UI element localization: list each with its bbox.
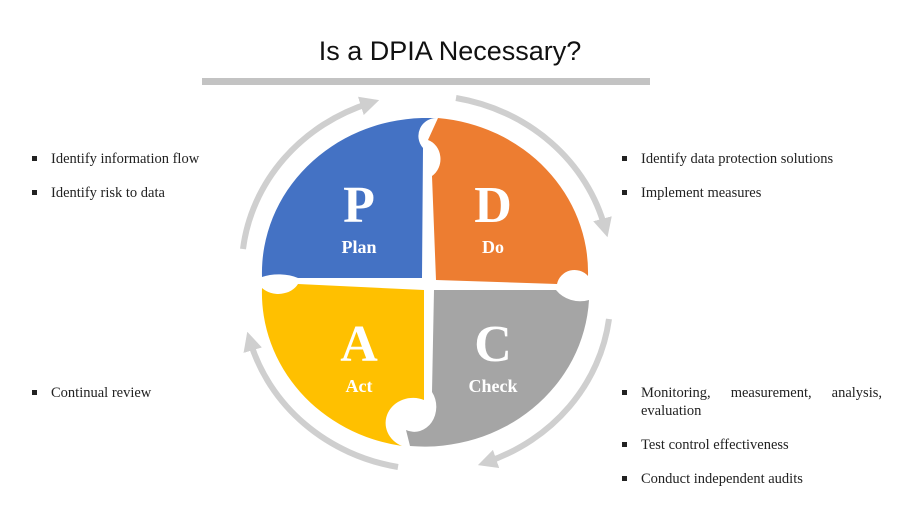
quadrant-plan <box>261 117 437 278</box>
letter-do: D <box>474 177 512 234</box>
letter-check: C <box>474 316 512 373</box>
list-item: Continual review <box>30 384 260 402</box>
check-bullet-list: Monitoring, measurement, analysis, evalu… <box>620 384 882 504</box>
list-item: Implement measures <box>620 184 882 202</box>
arrow-bottom-right <box>477 318 612 468</box>
letter-act: A <box>340 316 378 373</box>
quadrant-check <box>406 290 589 447</box>
list-item: Identify information flow <box>30 150 260 168</box>
list-item: Conduct independent audits <box>620 470 882 488</box>
arrow-top-right <box>455 95 612 238</box>
page-title: Is a DPIA Necessary? <box>318 36 582 66</box>
list-item: Monitoring, measurement, analysis, evalu… <box>620 384 882 420</box>
label-plan: Plan <box>341 237 376 257</box>
label-check: Check <box>469 376 518 396</box>
arrow-bottom-left <box>243 331 399 470</box>
act-bullet-list: Continual review <box>30 384 260 418</box>
quadrant-do <box>428 118 589 284</box>
do-bullet-list: Identify data protection solutions Imple… <box>620 150 882 218</box>
letter-plan: P <box>343 177 375 234</box>
label-act: Act <box>346 376 373 396</box>
list-item: Identify risk to data <box>30 184 260 202</box>
label-do: Do <box>482 237 504 257</box>
arrow-top-left <box>240 96 380 250</box>
list-item: Identify data protection solutions <box>620 150 882 168</box>
title-underline <box>202 78 650 85</box>
plan-bullet-list: Identify information flow Identify risk … <box>30 150 260 218</box>
list-item: Test control effectiveness <box>620 436 882 454</box>
quadrant-act <box>261 284 424 446</box>
cycle-arrows <box>240 95 612 470</box>
